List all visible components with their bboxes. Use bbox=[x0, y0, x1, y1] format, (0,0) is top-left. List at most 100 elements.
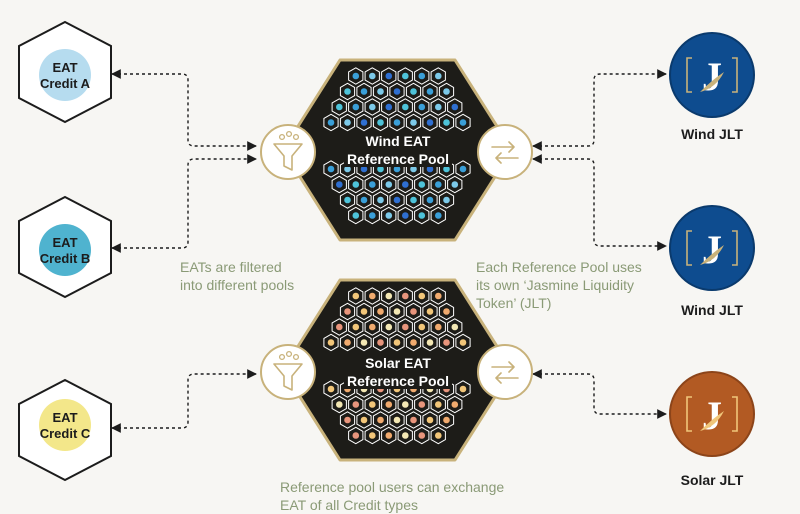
solar-pool-cell bbox=[397, 318, 413, 336]
solar-pool-cell bbox=[381, 395, 397, 414]
solar-pool-dot bbox=[393, 416, 401, 424]
wind-pool-dot bbox=[402, 181, 409, 188]
wind-pool-cell bbox=[447, 175, 463, 194]
wind-pool-dot bbox=[344, 165, 351, 173]
solar-pool-dot bbox=[377, 308, 384, 315]
wind-pool-dot bbox=[352, 72, 360, 80]
wind-pool-dot bbox=[410, 88, 417, 95]
wind-pool-dot bbox=[435, 212, 442, 219]
wind-pool-dot bbox=[402, 103, 409, 111]
solar-pool-cell bbox=[414, 287, 430, 305]
solar-pool-cell bbox=[397, 395, 413, 414]
wind-pool-cell bbox=[331, 98, 347, 116]
solar-pool-cell bbox=[389, 411, 405, 429]
wind-pool-cell bbox=[339, 191, 356, 209]
solar-pool-dot bbox=[435, 292, 442, 300]
wind-pool-cell bbox=[339, 113, 356, 132]
solar-pool-cell bbox=[323, 380, 339, 398]
solar-pool-cell bbox=[339, 333, 356, 352]
solar-pool-cell bbox=[422, 302, 438, 321]
connector-wind-jlt-1 bbox=[532, 69, 667, 151]
solar-pool-cell bbox=[438, 333, 455, 352]
solar-pool-dot bbox=[426, 416, 434, 424]
solar-pool-dot bbox=[426, 339, 434, 346]
wind-pool-dot bbox=[393, 196, 401, 204]
wind-pool-dot bbox=[344, 88, 351, 95]
solar-pool-dot bbox=[418, 432, 426, 439]
solar-pool-cell bbox=[422, 333, 438, 352]
solar-pool-dot bbox=[443, 339, 450, 346]
solar-pool-dot bbox=[459, 385, 467, 393]
connector-credit-a bbox=[111, 69, 257, 151]
wind-pool-dot bbox=[344, 196, 351, 204]
wind-pool-cell bbox=[405, 191, 422, 209]
wind-pool-cell bbox=[438, 82, 455, 101]
wind-pool-cell bbox=[381, 67, 397, 85]
wind-pool-dot bbox=[443, 196, 450, 204]
wind-pool-dot bbox=[369, 72, 376, 80]
token-wind-2: J bbox=[669, 205, 755, 291]
solar-pool-dot bbox=[435, 323, 442, 331]
leaf-icon bbox=[700, 72, 724, 92]
wind-pool-dot bbox=[418, 103, 426, 111]
wind-pool-cell bbox=[331, 175, 347, 194]
solar-pool-dot bbox=[360, 339, 368, 346]
solar-pool-dot bbox=[451, 323, 459, 331]
wind-pool-dot bbox=[336, 181, 343, 188]
wind-exchange-icon bbox=[477, 124, 533, 180]
solar-pool-dot bbox=[385, 323, 393, 331]
wind-pool-cell bbox=[397, 67, 413, 85]
wind-pool-dot bbox=[360, 196, 368, 204]
wind-pool-cell bbox=[455, 113, 471, 132]
wind-pool-dot bbox=[418, 181, 426, 188]
leaf-icon bbox=[700, 245, 724, 265]
solar-pool-dot bbox=[418, 401, 426, 408]
wind-pool-cell bbox=[389, 82, 405, 101]
wind-pool-cell bbox=[372, 113, 389, 132]
solar-pool-dot bbox=[336, 401, 343, 408]
solar-pool-label: Solar EAT Reference Pool bbox=[308, 354, 488, 390]
solar-pool-cell bbox=[364, 287, 380, 305]
credit-b-circle bbox=[39, 224, 91, 276]
wind-pool-cell bbox=[364, 206, 380, 225]
wind-pool-cell bbox=[438, 191, 455, 209]
wind-pool-dot bbox=[377, 196, 384, 204]
connectors-right bbox=[532, 69, 667, 419]
solar-pool-dot bbox=[410, 416, 417, 424]
wind-pool-dot bbox=[443, 119, 450, 126]
solar-pool-cell bbox=[364, 426, 380, 445]
wind-pool-cell bbox=[422, 82, 438, 101]
solar-pool-cell bbox=[348, 426, 364, 445]
solar-pool-dot bbox=[377, 339, 384, 346]
solar-pool-dot bbox=[418, 292, 426, 300]
wind-pool-cells bbox=[323, 67, 471, 225]
solar-pool-dot bbox=[410, 339, 417, 346]
connector-credit-c bbox=[111, 369, 257, 433]
solar-pool-cell bbox=[430, 318, 446, 336]
wind-pool-dot bbox=[410, 196, 417, 204]
wind-pool-dot bbox=[443, 88, 450, 95]
solar-pool-cell bbox=[364, 318, 380, 336]
wind-pool-dot bbox=[385, 212, 393, 219]
wind-pool-label: Wind EAT Reference Pool bbox=[308, 132, 488, 168]
solar-pool-cell bbox=[438, 302, 455, 321]
solar-pool-dot bbox=[369, 292, 376, 300]
solar-pool-cell bbox=[455, 380, 471, 398]
token-solar-label: Solar JLT bbox=[680, 472, 744, 488]
connector-wind-jlt-2 bbox=[532, 154, 667, 251]
solar-pool-cell bbox=[414, 395, 430, 414]
token-solar: J bbox=[669, 371, 755, 457]
wind-pool-cell bbox=[348, 175, 364, 194]
wind-pool-cell bbox=[323, 160, 339, 178]
wind-pool-dot bbox=[336, 103, 343, 111]
wind-pool-cell bbox=[447, 98, 463, 116]
wind-pool-dot bbox=[352, 181, 360, 188]
solar-pool-cell bbox=[381, 287, 397, 305]
solar-pool-cell bbox=[430, 287, 446, 305]
wind-pool-dot bbox=[451, 181, 459, 188]
credit-a bbox=[18, 20, 112, 124]
solar-pool-cell bbox=[414, 318, 430, 336]
wind-pool-cell bbox=[372, 191, 389, 209]
wind-pool-cell bbox=[414, 98, 430, 116]
wind-pool-dot bbox=[352, 103, 360, 111]
